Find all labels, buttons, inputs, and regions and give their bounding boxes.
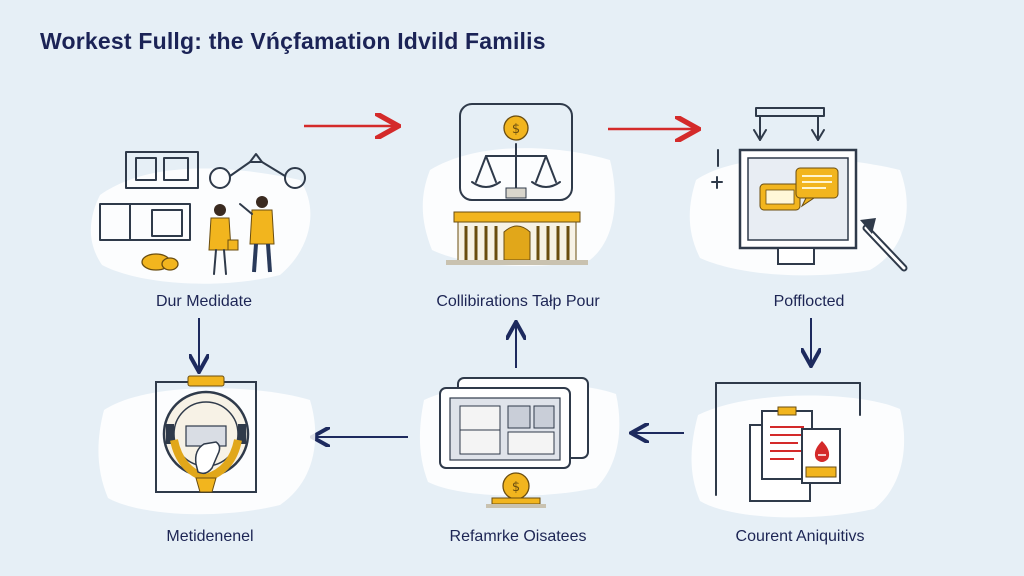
courthouse-scales-icon: $ — [422, 103, 615, 266]
people-office-icon — [90, 151, 311, 284]
document-clipboard-icon — [691, 382, 905, 518]
svg-text:$: $ — [512, 122, 520, 137]
step-4-label: Metidenenel — [166, 528, 254, 545]
step-5-label: Refamrke Oisatees — [449, 528, 587, 545]
step-2-label: Collibirations Tałp Pour — [436, 293, 600, 310]
step-6 — [690, 375, 910, 525]
diagram-title: Workest Fullg: the Vńçfamation Idvild Fa… — [40, 28, 546, 54]
step-1 — [90, 140, 320, 290]
step-5: $ — [419, 370, 620, 520]
step-3-label: Pofflocted — [773, 293, 845, 310]
hand-scanner-icon — [98, 375, 316, 515]
step-4 — [98, 370, 320, 520]
monitor-chat-icon — [689, 107, 908, 276]
window-coin-icon: $ — [419, 377, 620, 508]
step-6-label: Courent Aniquitivs — [735, 528, 865, 545]
step-1-label: Dur Medidate — [155, 293, 253, 310]
step-3 — [689, 100, 920, 280]
step-2: $ — [420, 100, 620, 270]
svg-text:$: $ — [512, 480, 520, 495]
